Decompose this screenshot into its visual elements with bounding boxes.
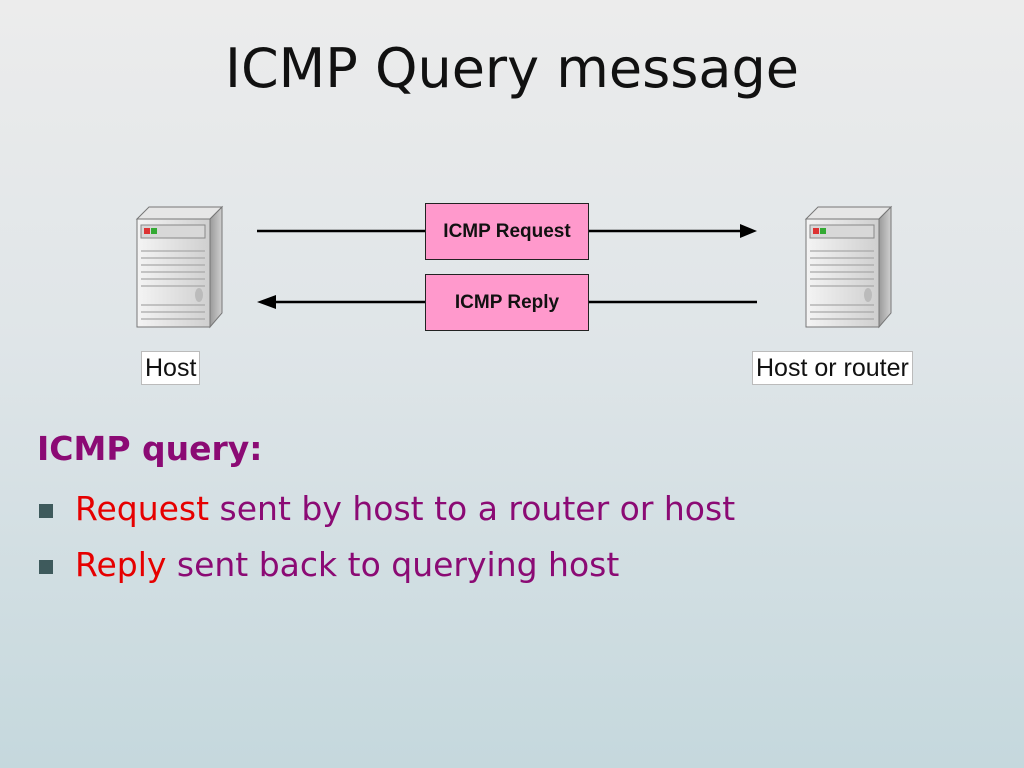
- bullet-reply: Reply sent back to querying host: [37, 537, 997, 593]
- host-or-router-label: Host or router: [752, 351, 913, 385]
- router-server-icon: [804, 205, 893, 329]
- bullet-rest: sent by host to a router or host: [209, 489, 736, 528]
- host-server-icon: [135, 205, 224, 329]
- icmp-reply-box: ICMP Reply: [425, 274, 589, 331]
- bullet-highlight: Reply: [75, 545, 167, 584]
- bullet-rest: sent back to querying host: [166, 545, 620, 584]
- icmp-request-box: ICMP Request: [425, 203, 589, 260]
- bullet-request: Request sent by host to a router or host: [37, 481, 997, 537]
- section-heading: ICMP query:: [37, 429, 263, 468]
- square-bullet-icon: [39, 560, 53, 574]
- bullet-highlight: Request: [75, 489, 210, 528]
- slide-title: ICMP Query message: [225, 37, 799, 100]
- reply-arrow: [257, 295, 757, 309]
- diagram-canvas: [135, 205, 893, 329]
- bullet-text: Reply sent back to querying host: [75, 537, 619, 593]
- square-bullet-icon: [39, 504, 53, 518]
- icmp-diagram: ICMP Request ICMP Reply Host Host or rou…: [135, 203, 913, 385]
- request-arrow: [257, 224, 757, 238]
- host-label: Host: [141, 351, 201, 385]
- body-text: ICMP query: Request sent by host to a ro…: [37, 425, 997, 593]
- bullet-text: Request sent by host to a router or host: [75, 481, 735, 537]
